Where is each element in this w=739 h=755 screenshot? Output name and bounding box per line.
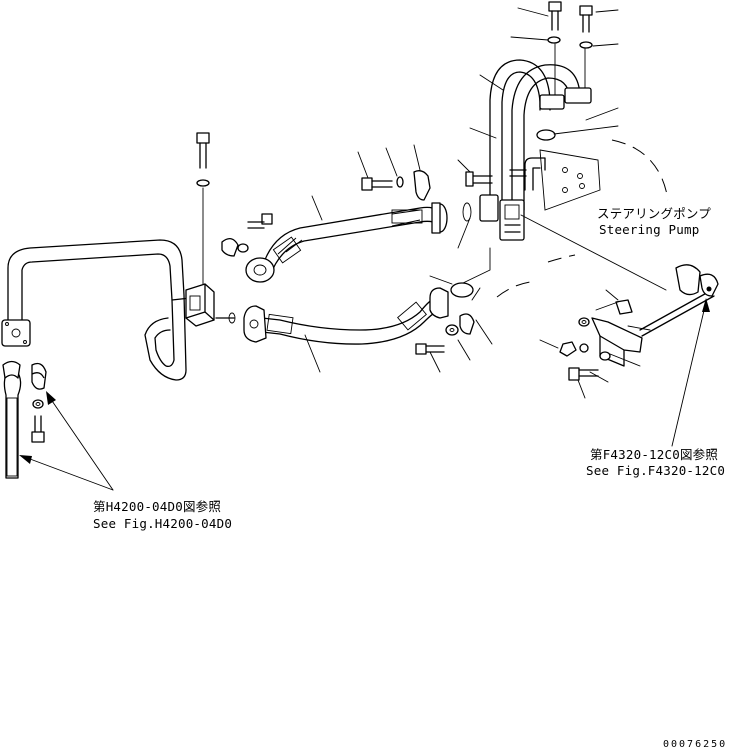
ref-h4200-label-ja: 第H4200-04D0図参照 bbox=[93, 499, 222, 514]
ref-h4200-label-en: See Fig.H4200-04D0 bbox=[93, 516, 233, 531]
steering-pump-label-ja: ステアリングポンプ bbox=[597, 206, 711, 221]
left-u-pipe bbox=[1, 239, 191, 381]
drawing-number: 00076250 bbox=[663, 739, 728, 750]
ref-f4320-label-en: See Fig.F4320-12C0 bbox=[586, 463, 726, 478]
steering-pump-outline bbox=[496, 139, 669, 298]
steering-pump-label-en: Steering Pump bbox=[599, 222, 700, 237]
lower-hose bbox=[243, 247, 491, 355]
left-hose bbox=[2, 360, 47, 479]
pump-pipes bbox=[465, 59, 667, 291]
clamp-bolt-group bbox=[361, 170, 431, 201]
top-bolts bbox=[547, 1, 593, 96]
junction-block bbox=[185, 132, 236, 327]
leader-lines bbox=[19, 7, 710, 491]
ref-f4320-label-ja: 第F4320-12C0図参照 bbox=[590, 447, 719, 462]
right-bracket-group bbox=[559, 264, 719, 381]
upper-hose bbox=[221, 202, 472, 283]
